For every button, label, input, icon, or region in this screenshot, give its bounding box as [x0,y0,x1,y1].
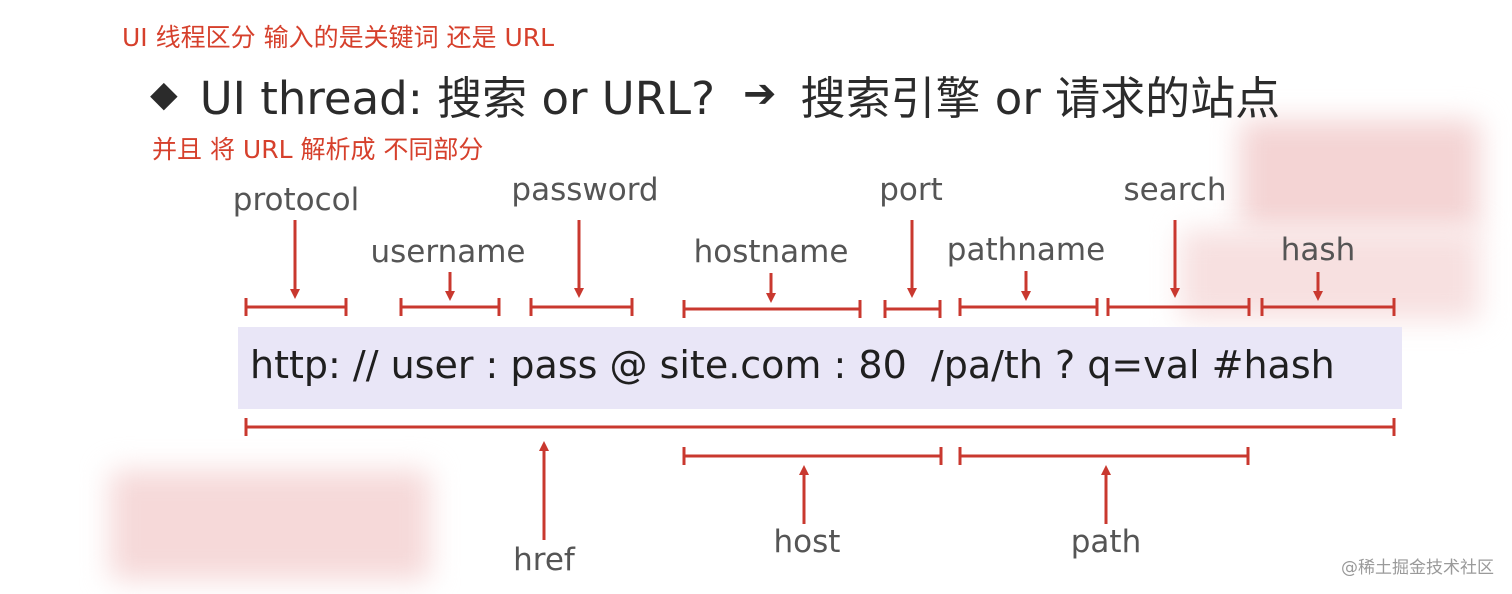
label-port: port [879,172,943,208]
label-path: path [1070,524,1142,560]
label-password: password [511,172,659,208]
bracket-port [883,300,942,318]
label-hostname: hostname [693,234,849,270]
label-hash: hash [1280,232,1356,268]
annotation-middle: 并且 将 URL 解析成 不同部分 [152,135,484,164]
bracket-href [244,418,1396,436]
bracket-protocol [244,298,348,316]
bracket-search [1106,298,1251,316]
heading-left: UI thread: 搜索 or URL? [199,71,715,125]
label-pathname: pathname [946,232,1106,268]
label-search: search [1123,172,1227,208]
label-host: host [773,524,841,560]
label-href: href [513,542,575,578]
heading-right: 搜索引擎 or 请求的站点 [800,71,1281,125]
right-arrow-icon: ➔ [742,71,777,117]
label-protocol: protocol [232,182,360,218]
bracket-path [958,447,1250,465]
bracket-hash [1260,298,1396,316]
url-example: http: // user : pass @ site.com : 80 /pa… [250,343,1335,387]
bracket-host [682,447,943,465]
url-bar [238,327,1402,409]
diamond-bullet-icon: ◆ [150,73,178,115]
bracket-pathname [958,298,1099,316]
watermark: @稀土掘金技术社区 [1341,558,1494,578]
annotation-top: UI 线程区分 输入的是关键词 还是 URL [122,23,555,52]
bracket-password [529,298,634,316]
page-heading: ◆ UI thread: 搜索 or URL? ➔ 搜索引擎 or 请求的站点 [150,64,1281,125]
label-username: username [370,234,526,270]
bracket-hostname [682,300,862,318]
bracket-username [399,298,501,316]
